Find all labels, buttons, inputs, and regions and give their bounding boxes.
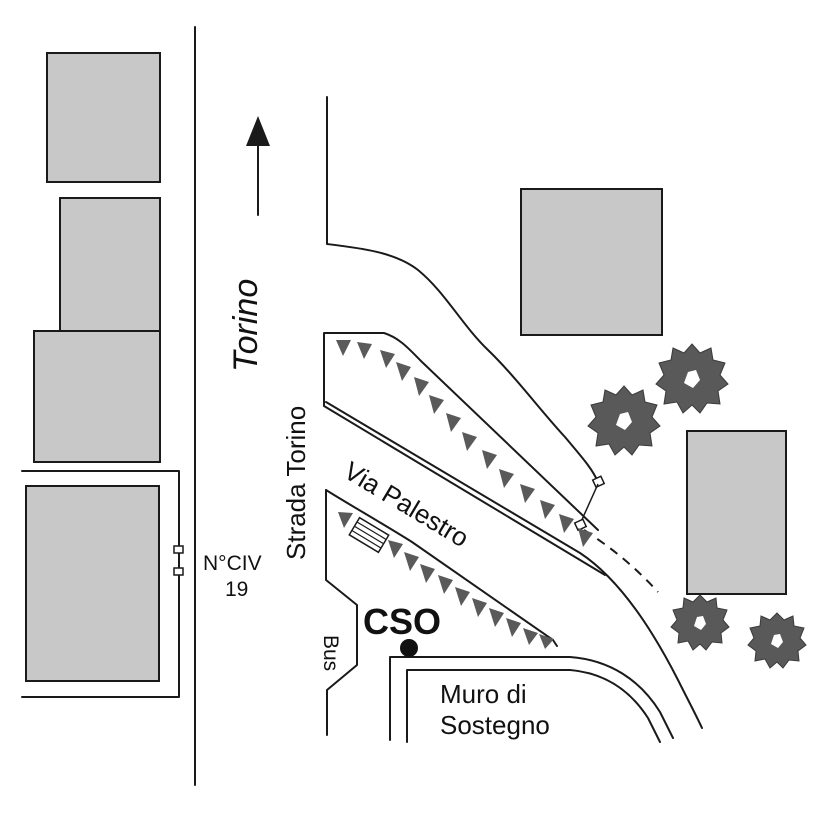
tree-icon — [747, 612, 807, 669]
gate-marker-1 — [173, 545, 184, 554]
tree-icon — [655, 343, 729, 414]
road-edge-upper — [326, 96, 599, 483]
label-civic-number-line1: N°CIV — [203, 552, 262, 575]
lower-island — [325, 489, 558, 647]
traffic-island-upper — [323, 332, 606, 576]
bus-lane-edge — [325, 489, 358, 736]
label-civic-number-line2: 19 — [225, 578, 248, 601]
label-cso: CSO — [363, 601, 441, 642]
pole-marker-bottom — [573, 518, 588, 532]
label-wall-line2: Sostegno — [440, 710, 550, 740]
pole-marker-top — [591, 475, 606, 489]
pole-wire — [579, 483, 599, 525]
bus-stop-shelter — [348, 516, 390, 554]
building-right-1 — [520, 188, 663, 336]
arrow-up-icon — [246, 116, 270, 216]
retaining-wall-inner — [406, 669, 661, 743]
label-wall-line1: Muro di — [440, 679, 527, 709]
building-left-2 — [59, 197, 161, 333]
parking-markers-lower — [338, 512, 554, 649]
parking-markers-upper — [336, 340, 593, 547]
gate-marker-2 — [173, 567, 184, 576]
label-strada-torino: Strada Torino — [281, 406, 311, 560]
property-boundary — [21, 470, 180, 698]
retaining-wall-outer — [389, 656, 674, 741]
building-left-1 — [46, 52, 161, 183]
tree-icon — [587, 385, 661, 456]
tree-icon — [670, 594, 730, 651]
label-bus: Bus — [319, 635, 342, 671]
road-edge-dashed — [583, 529, 659, 593]
via-palestro-edge — [325, 401, 703, 729]
dot-marker-icon — [400, 639, 418, 657]
building-left-4 — [25, 485, 160, 682]
building-left-3 — [33, 330, 161, 463]
label-direction: Torino — [227, 279, 265, 372]
building-right-2 — [686, 430, 787, 595]
